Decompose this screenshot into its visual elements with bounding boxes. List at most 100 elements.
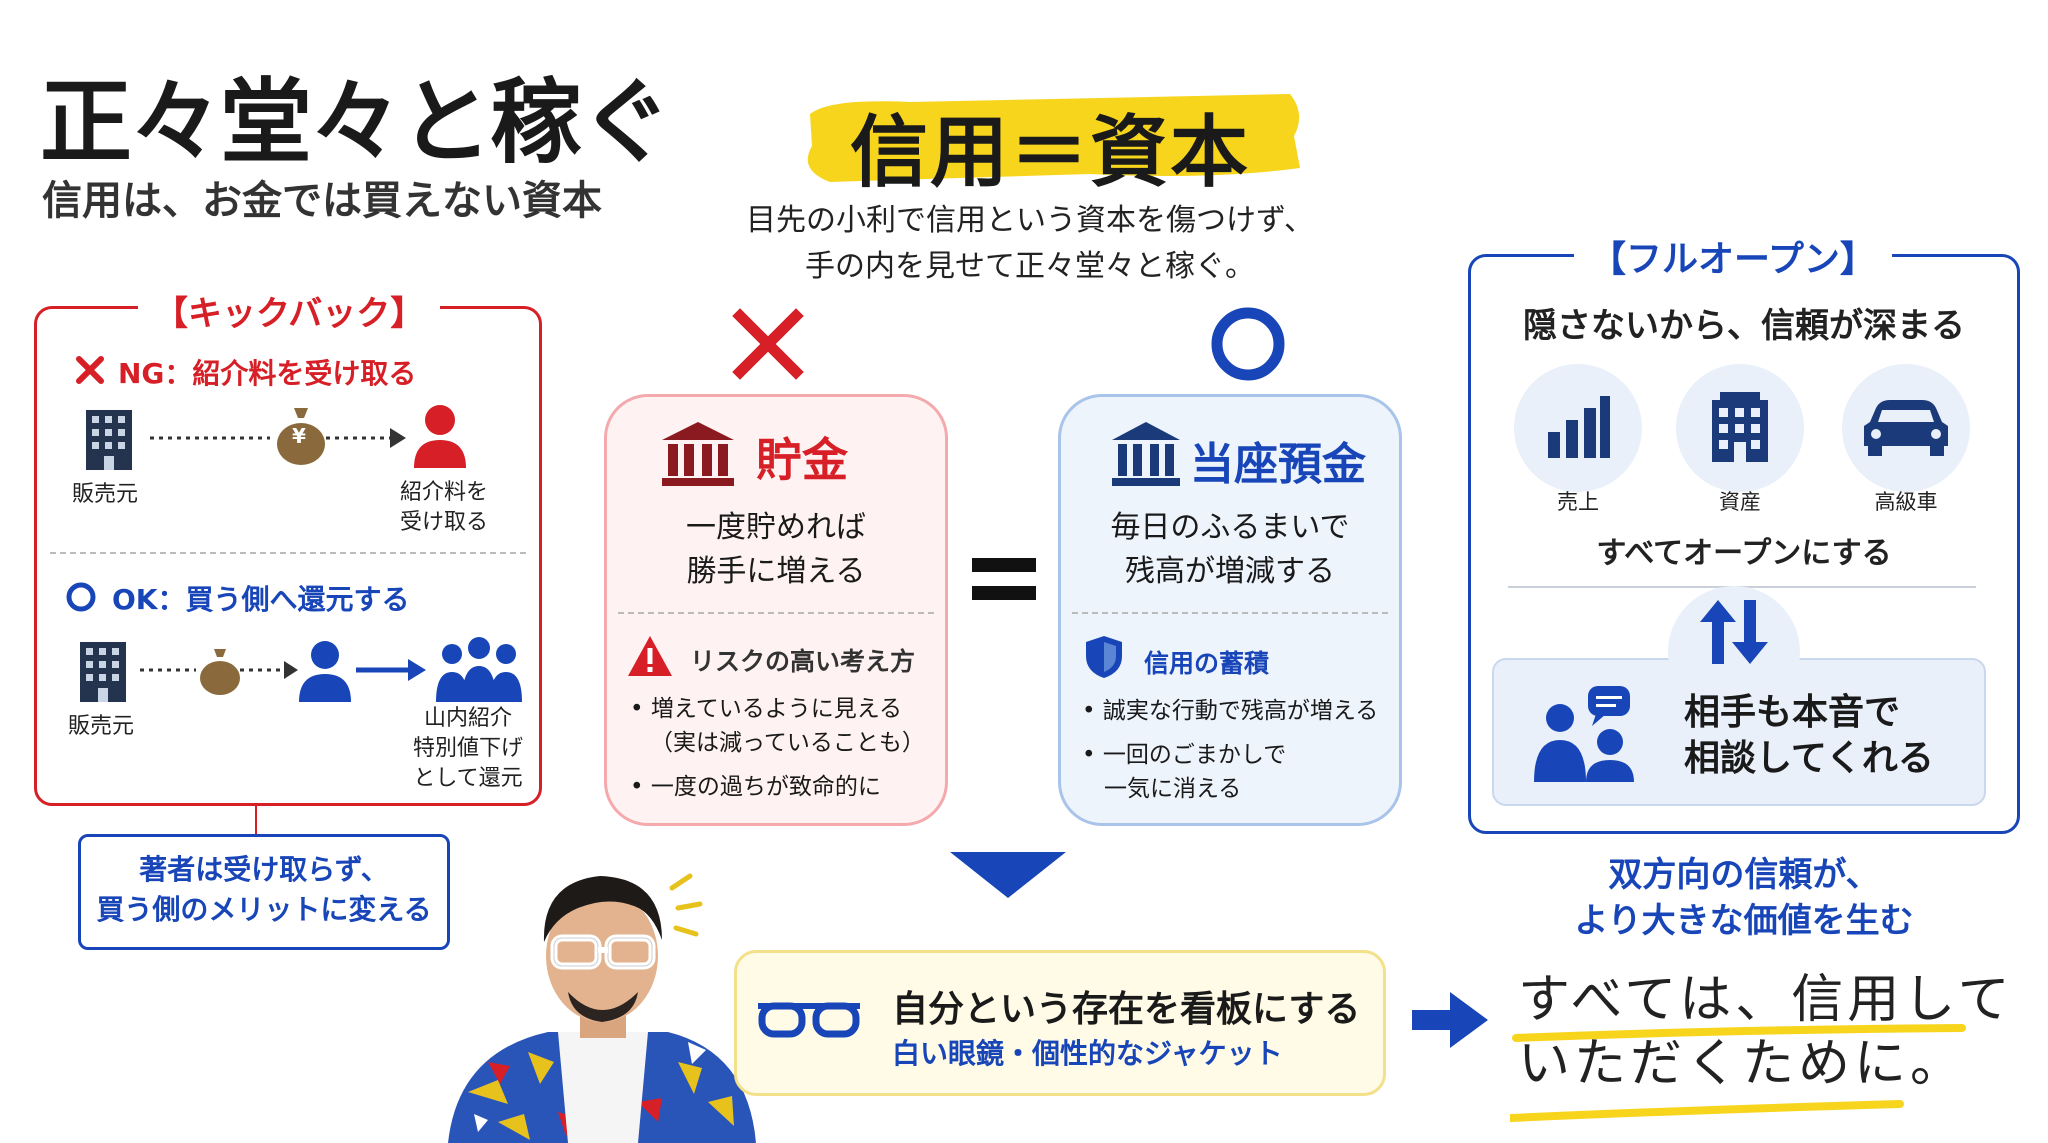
icon-label-assets: 資産 bbox=[1719, 490, 1761, 514]
checking-title: 当座預金 bbox=[1190, 439, 1366, 490]
equals-bar-top bbox=[972, 558, 1036, 572]
savings-divider bbox=[618, 612, 934, 614]
building-icon bbox=[1712, 392, 1768, 462]
fullopen-subtitle: 隠さないから、信頼が深まる bbox=[1523, 306, 1965, 346]
ok-circle-icon bbox=[66, 582, 96, 612]
closing-message: すべては、信用して いただくために。 bbox=[1518, 968, 2014, 1096]
ok-seller-label: 販売元 bbox=[68, 714, 135, 739]
bank-blue-icon bbox=[1112, 422, 1180, 486]
savings-card bbox=[604, 394, 948, 826]
shield-icon bbox=[1086, 636, 1122, 678]
building-icon bbox=[86, 410, 132, 470]
bank-red-icon bbox=[662, 422, 734, 486]
ng-receiver-label: 紹介料を 受け取る bbox=[384, 478, 504, 538]
savings-bullet-2-text: 一度の過ちが致命的に bbox=[650, 774, 881, 800]
ok-result-line1: 山内紹介 bbox=[423, 706, 512, 731]
building-icon bbox=[80, 642, 126, 702]
money-bag-icon bbox=[200, 649, 240, 695]
closing-line2: いただくために。 bbox=[1518, 1034, 1967, 1094]
checking-bullet-2-text: 一回のごまかしで bbox=[1102, 742, 1287, 768]
checking-text: 毎日のふるまいで 残高が増減する bbox=[1058, 506, 1402, 594]
page-title: 正々堂々と稼ぐ bbox=[40, 69, 672, 176]
car-icon-circle bbox=[1842, 364, 1970, 492]
ok-result-line2: 特別値下げ bbox=[412, 736, 523, 761]
ok-dotted-arrow bbox=[140, 661, 298, 679]
open-text: すべてオープンにする bbox=[1596, 536, 1892, 571]
ok-solid-arrow bbox=[356, 659, 426, 681]
consult-line2: 相談してくれる bbox=[1684, 738, 1934, 779]
icon-label-sales: 売上 bbox=[1557, 490, 1599, 514]
right-arrow-icon bbox=[1412, 992, 1488, 1048]
kickback-note-box bbox=[78, 834, 450, 950]
checking-text-line1: 毎日のふるまいで bbox=[1110, 510, 1350, 545]
checking-text-line2: 残高が増減する bbox=[1125, 554, 1335, 589]
bar-chart-icon bbox=[1548, 396, 1610, 458]
cross-mark-icon bbox=[732, 308, 804, 380]
sales-icon-circle bbox=[1514, 364, 1642, 492]
glasses-title: 自分という存在を看板にする bbox=[892, 989, 1361, 1030]
kickback-note-line1: 著者は受け取らず、 bbox=[139, 853, 389, 886]
checking-divider bbox=[1072, 612, 1388, 614]
kickback-note-line2: 買う側のメリットに変える bbox=[96, 893, 432, 926]
note-connector bbox=[255, 804, 257, 836]
author-illustration bbox=[448, 873, 756, 1143]
ng-cross-icon bbox=[76, 356, 104, 384]
person-red-icon bbox=[414, 405, 466, 468]
ng-receiver-line1: 紹介料を bbox=[399, 480, 488, 505]
ng-seller-label: 販売元 bbox=[72, 482, 139, 507]
group-people-icon bbox=[436, 637, 522, 702]
warning-icon bbox=[628, 636, 672, 676]
fullopen-result-line2: より大きな価値を生む bbox=[1574, 901, 1914, 941]
fullopen-result-line1: 双方向の信頼が、 bbox=[1608, 855, 1880, 895]
ng-flow-arrow bbox=[150, 428, 406, 448]
checking-bullet-2: • 一回のごまかしで bbox=[1082, 742, 1287, 768]
closing-line1: すべては、信用して bbox=[1518, 970, 2014, 1030]
up-down-arrows-icon bbox=[1700, 600, 1768, 664]
kickback-note-text: 著者は受け取らず、 買う側のメリットに変える bbox=[78, 850, 450, 930]
kickback-ng-label: NG：紹介料を受け取る bbox=[118, 357, 417, 390]
savings-bullet-1: • 増えているように見える bbox=[630, 696, 903, 722]
savings-bullet-1-text: 増えているように見える bbox=[650, 696, 903, 722]
center-desc-line2: 手の内を見せて正々堂々と稼ぐ。 bbox=[805, 249, 1255, 284]
down-arrow-icon bbox=[950, 852, 1066, 898]
kickback-title: 【キックバック】 bbox=[138, 286, 441, 335]
fullopen-title: 【フルオープン】 bbox=[1574, 230, 1892, 282]
savings-bullet-2: • 一度の過ちが致命的に bbox=[630, 774, 881, 800]
ok-result-line3: として還元 bbox=[413, 766, 523, 791]
assets-icon-circle bbox=[1676, 364, 1804, 492]
glasses-icon bbox=[758, 1002, 860, 1038]
page-subtitle: 信用は、お金では買えない資本 bbox=[42, 178, 602, 224]
fullopen-result: 双方向の信頼が、 より大きな価値を生む bbox=[1468, 852, 2020, 944]
yen-symbol: ¥ bbox=[292, 424, 306, 448]
person-blue-icon bbox=[299, 641, 351, 702]
center-desc-line1: 目先の小利で信用という資本を傷つけず、 bbox=[746, 203, 1314, 238]
checking-bullet-1: • 誠実な行動で残高が増える bbox=[1082, 698, 1379, 724]
center-heading: 信用＝資本 bbox=[849, 108, 1250, 198]
trust-label: 信用の蓄積 bbox=[1144, 649, 1270, 678]
savings-title: 貯金 bbox=[756, 433, 848, 487]
circle-mark-icon bbox=[1211, 307, 1285, 381]
savings-text-line2: 勝手に増える bbox=[686, 554, 866, 589]
car-icon bbox=[1864, 400, 1948, 456]
handwriting-underlines bbox=[1510, 1024, 1966, 1122]
icon-label-car: 高級車 bbox=[1874, 490, 1938, 514]
ok-result-label: 山内紹介 特別値下げ として還元 bbox=[400, 704, 536, 794]
consult-line1: 相手も本音で bbox=[1684, 692, 1901, 733]
equals-bar-bottom bbox=[972, 586, 1036, 600]
kickback-ok-label: OK：買う側へ還元する bbox=[112, 583, 410, 616]
updown-circle bbox=[1668, 586, 1800, 718]
checking-bullet-1-text: 誠実な行動で残高が増える bbox=[1102, 698, 1379, 724]
money-bag-icon bbox=[277, 408, 325, 465]
ng-receiver-line2: 受け取る bbox=[399, 510, 488, 535]
savings-bullet-1b: （実は減っていることも） bbox=[650, 730, 925, 756]
savings-text: 一度貯めれば 勝手に増える bbox=[604, 506, 948, 594]
glasses-subtitle: 白い眼鏡・個性的なジャケット bbox=[892, 1037, 1283, 1070]
kickback-divider bbox=[50, 552, 526, 554]
center-description: 目先の小利で信用という資本を傷つけず、 手の内を見せて正々堂々と稼ぐ。 bbox=[680, 198, 1380, 290]
risk-label: リスクの高い考え方 bbox=[690, 647, 916, 676]
consult-text: 相手も本音で 相談してくれる bbox=[1684, 690, 1934, 782]
checking-card bbox=[1058, 394, 1402, 826]
checking-bullet-2b: 一気に消える bbox=[1104, 776, 1242, 802]
conversation-icon bbox=[1534, 686, 1634, 782]
glasses-box bbox=[734, 950, 1386, 1096]
